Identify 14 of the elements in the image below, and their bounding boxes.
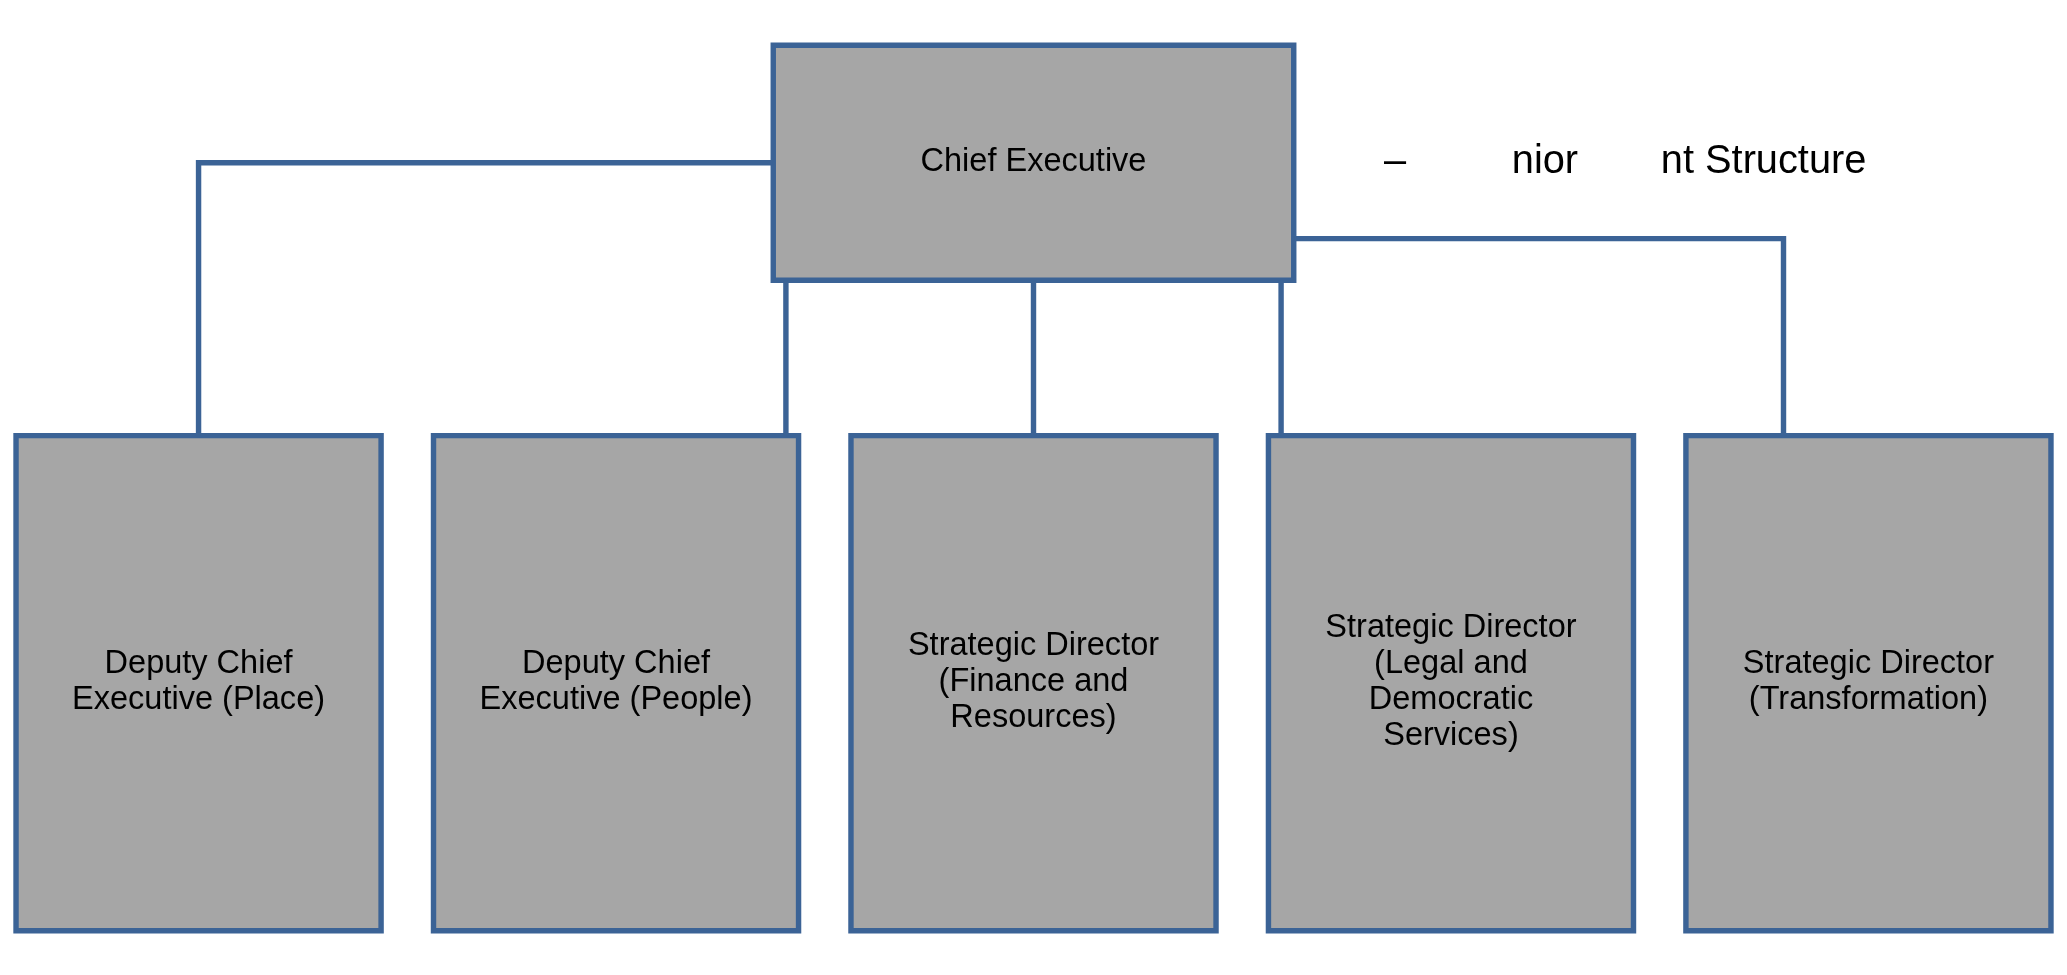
label: nt Structure [1660,136,1867,181]
node-box: Strategic Director (Finance and Resources) [848,432,1219,933]
connector [1030,280,1037,435]
connector [1278,280,1284,435]
label: nior [1511,136,1579,181]
connector [1294,235,1787,436]
node-box: Chief Executive [770,42,1297,283]
node-box: Deputy Chief Executive (People) [430,432,802,933]
node-box: Strategic Director (Legal and Democratic Services) [1265,432,1637,933]
node-box: Strategic Director (Transformation) [1683,432,2054,933]
label: – [1383,136,1406,181]
connector [783,280,789,435]
node-box: Deputy Chief Executive (Place) [13,432,384,933]
connector [195,159,773,435]
